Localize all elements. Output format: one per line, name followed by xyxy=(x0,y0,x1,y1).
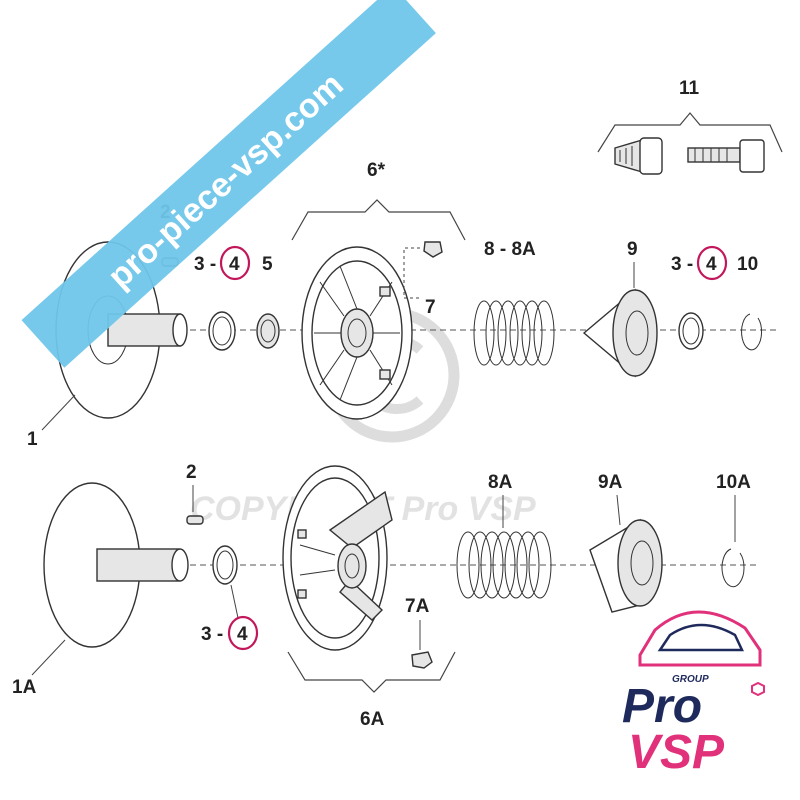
hexagon-icon xyxy=(751,681,765,697)
highlight-circle-left xyxy=(219,245,251,281)
label-4-left: 4 xyxy=(229,254,240,275)
logo-group-text: GROUP xyxy=(672,674,709,685)
label-5: 5 xyxy=(262,254,273,275)
label-1a: 1A xyxy=(12,677,37,698)
part-2-pin-bottom xyxy=(186,515,204,525)
label-7a: 7A xyxy=(405,596,430,617)
label-11: 11 xyxy=(679,78,700,99)
label-10a: 10A xyxy=(716,472,751,493)
label-8a: 8A xyxy=(488,472,513,493)
label-3-left: 3 - xyxy=(194,254,216,275)
part-10a-circlip xyxy=(721,548,745,588)
part-8a-spring xyxy=(456,531,552,599)
label-2-bottom: 2 xyxy=(186,462,197,483)
logo-line-pro: Pro xyxy=(622,680,702,733)
part-8-spring xyxy=(473,300,555,366)
label-4-right: 4 xyxy=(706,254,717,275)
logo-line-vsp: VSP xyxy=(628,726,725,779)
car-outline-icon xyxy=(638,610,762,667)
part-5-bushing xyxy=(256,313,280,349)
label-10: 10 xyxy=(737,254,758,275)
part-9-cone xyxy=(582,288,658,378)
banner-text: pro-piece-vsp.com xyxy=(101,65,351,296)
part-10-circlip xyxy=(741,313,763,351)
part-1a-fixed-pulley xyxy=(43,482,189,648)
label-6a: 6A xyxy=(360,709,385,730)
label-3-right: 3 - xyxy=(671,254,693,275)
label-3-bottom: 3 - xyxy=(201,624,223,645)
label-8-8a: 8 - 8A xyxy=(484,239,536,260)
part-9a-cone xyxy=(589,518,663,613)
part-6-variator-plate xyxy=(301,246,413,420)
label-9a: 9A xyxy=(598,472,623,493)
label-1: 1 xyxy=(27,429,38,450)
part-7a-slider xyxy=(411,651,433,669)
label-6-star: 6* xyxy=(367,160,386,181)
pro-vsp-logo: GROUP Pro VSP xyxy=(622,610,765,779)
part-7-slider xyxy=(423,241,443,258)
highlight-circle-bottom xyxy=(227,615,259,651)
highlight-circle-right xyxy=(696,245,728,281)
part-6a-variator-plate xyxy=(282,465,393,651)
label-9: 9 xyxy=(627,239,638,260)
label-7: 7 xyxy=(425,297,436,318)
label-4-bottom: 4 xyxy=(237,624,248,645)
part-11-nut-and-bolt xyxy=(614,137,765,175)
